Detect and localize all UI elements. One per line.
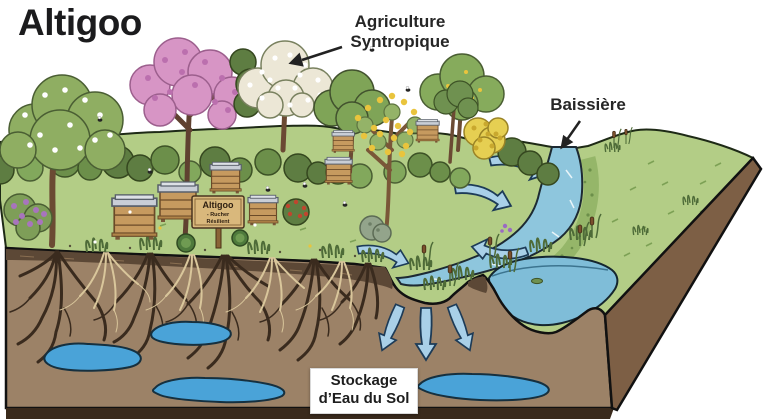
groundwater-pockets [43, 320, 550, 404]
yellow-bush [463, 117, 509, 160]
baissiere-label-arrow-head [560, 134, 574, 150]
stockage-line1: Stockage [330, 372, 398, 389]
agriculture-label-arrow-head [288, 52, 304, 67]
stockage-line2: d’Eau du Sol [318, 390, 410, 407]
lily-pad [531, 277, 543, 285]
agriculture-label-line2: Syntropique [350, 31, 450, 51]
apiary-sign: Altigoo - Rucher Résilient [191, 195, 245, 249]
beehive [209, 161, 242, 195]
beehive [324, 156, 353, 186]
roots-dark [16, 250, 380, 370]
beehive [247, 194, 279, 226]
label-arrows [288, 45, 582, 150]
sign-line1: Altigoo [203, 200, 234, 210]
topsoil-texture [19, 255, 353, 276]
sign-line3: Résilient [207, 219, 230, 225]
sign-line2: - Rucher [207, 212, 230, 218]
swale-stream [395, 146, 584, 287]
gray-green-bush [359, 215, 392, 243]
agriculture-label-line1: Agriculture [354, 12, 446, 31]
cabbage-plants [176, 229, 249, 253]
baissiere-label: Baissière [530, 95, 646, 115]
yellow-flower-tree [354, 92, 424, 234]
water-pocket [151, 376, 286, 404]
beehive [415, 118, 440, 144]
water-pocket [150, 320, 232, 346]
beehive [331, 130, 355, 154]
water-pocket [43, 342, 142, 372]
lilac-bush [3, 193, 53, 241]
apple-blossoms [22, 87, 113, 153]
pond-waterline [491, 264, 609, 277]
small-tree-by-stream [433, 80, 479, 164]
stream-flowers [500, 223, 513, 233]
beehive [111, 194, 158, 241]
ground-details [68, 210, 357, 258]
baissiere-label-arrow-line [564, 120, 582, 142]
brand-title: Altigoo [18, 2, 142, 43]
soil-cross-section [4, 246, 614, 410]
roots-light-fine [59, 283, 354, 333]
pink-blossom-tree [129, 37, 251, 241]
agriculture-label-arrow-line [301, 45, 343, 62]
baissiere-label-text: Baissière [550, 95, 626, 114]
roots-dark-fine [9, 297, 362, 341]
red-flower-bush [282, 198, 310, 226]
water-pocket [416, 372, 550, 402]
agriculture-syntropique-label: Agriculture Syntropique [327, 12, 473, 51]
stockage-eau-callout: Stockage d’Eau du Sol [310, 368, 418, 414]
roots-light [79, 252, 353, 313]
soil-side-face [603, 156, 763, 412]
topsoil-band-right [468, 276, 488, 293]
apple-tree [0, 74, 126, 248]
